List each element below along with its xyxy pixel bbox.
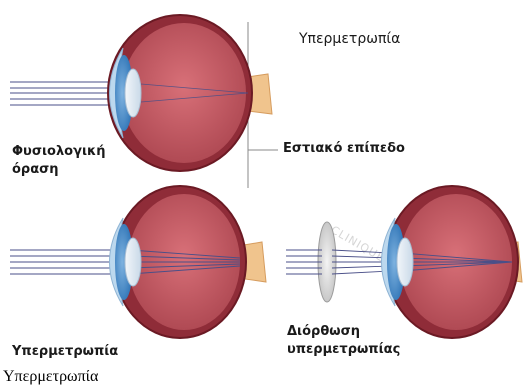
diagram-title: Υπερμετρωπία — [299, 31, 400, 47]
label-normal-vision-line1: Φυσιολογική — [12, 144, 106, 160]
eye-hyperopia — [10, 186, 266, 338]
label-correction-line1: Διόρθωση — [287, 324, 360, 340]
label-normal-vision-line2: όραση — [12, 162, 59, 178]
hyperopia-diagram: CLINIQUE LASIK — [0, 0, 529, 362]
focal-plane-label: Εστιακό επίπεδο — [283, 141, 405, 157]
crystalline-lens — [125, 69, 141, 117]
label-correction-line2: υπερμετρωπίας — [287, 342, 400, 358]
crystalline-lens — [397, 238, 413, 286]
eye-corrected — [286, 186, 522, 338]
image-caption: Υπερμετρωπία — [3, 368, 98, 386]
crystalline-lens — [125, 238, 141, 286]
label-hyperopia: Υπερμετρωπία — [12, 344, 118, 360]
